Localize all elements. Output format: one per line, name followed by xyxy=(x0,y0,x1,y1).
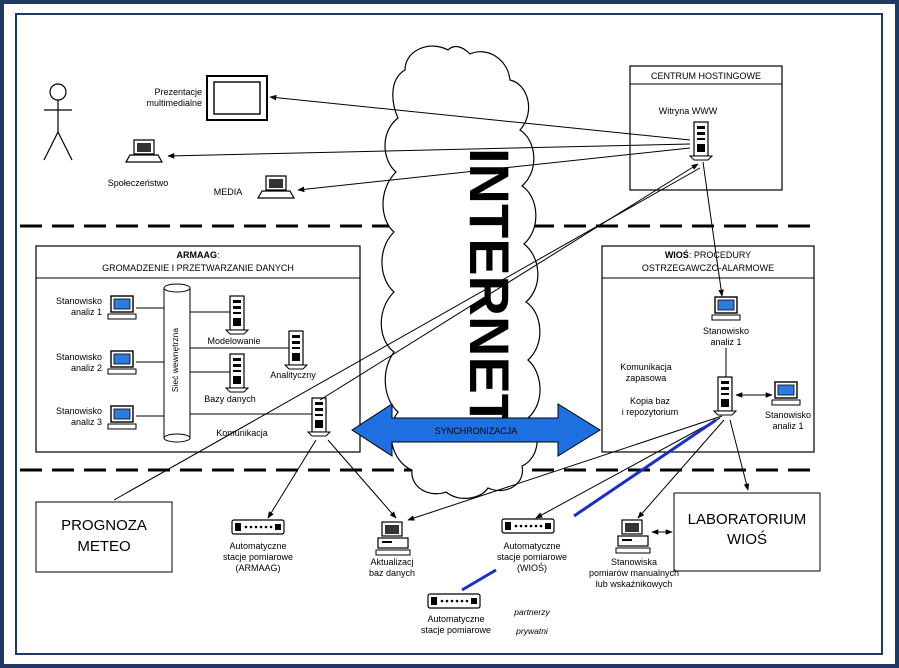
internal-network-label: Sieć wewnętrzna xyxy=(170,328,180,393)
internal-network-cylinder xyxy=(163,283,191,443)
auto-wios-line1: Automatyczne xyxy=(503,541,560,551)
armaag-ws3-line2: analiz 3 xyxy=(71,417,102,427)
armaag-title-bold: ARMAAG xyxy=(176,250,217,260)
modeling-label: Modelowanie xyxy=(207,336,260,346)
auto-partners-line1: Automatyczne xyxy=(427,614,484,624)
backup-comm-line2: zapasowa xyxy=(626,373,667,383)
presentation-label-1: Prezentacje xyxy=(154,87,202,97)
armaag-subtitle: GROMADZENIE I PRZETWARZANIE DANYCH xyxy=(102,263,294,273)
wios-stations-link xyxy=(573,418,717,518)
meteo-line2: METEO xyxy=(77,538,130,555)
hosting-title: CENTRUM HOSTINGOWE xyxy=(651,71,761,81)
internet-label: INTERNET xyxy=(458,148,521,428)
manual-measurement-computer-icon xyxy=(615,519,651,554)
wios-right-ws-line1: Stanowisko xyxy=(765,410,811,420)
databases-label: Bazy danych xyxy=(204,394,256,404)
laboratory-box xyxy=(673,492,821,572)
auto-armaag-line3: (ARMAAG) xyxy=(236,563,281,573)
manual-line3: lub wskaźnikowych xyxy=(596,579,673,589)
armaag-title: ARMAAG: xyxy=(176,250,219,260)
partners-line2: prywatni xyxy=(515,626,549,636)
wios-right-workstation-icon xyxy=(771,381,801,406)
auto-wios-line3: (WIOŚ) xyxy=(517,562,547,573)
wios-title-rest: : PROCEDURY xyxy=(689,250,751,260)
analytical-label: Analityczny xyxy=(270,370,316,380)
armaag-ws3-line1: Stanowisko xyxy=(56,406,102,416)
wios-title-bold: WIOŚ xyxy=(665,249,689,260)
presentation-label-2: multimedialne xyxy=(146,98,202,108)
wios-title: WIOŚ: PROCEDURY xyxy=(665,249,751,260)
db-copy-line1: Kopia baz xyxy=(630,396,671,406)
meteo-line1: PROGNOZA xyxy=(61,517,147,534)
sync-arrow xyxy=(351,403,601,457)
wios-ws1-line1: Stanowisko xyxy=(703,326,749,336)
auto-armaag-line1: Automatyczne xyxy=(229,541,286,551)
wios-box xyxy=(601,245,815,453)
society-laptop-icon xyxy=(125,139,163,163)
armaag-ws2-line1: Stanowisko xyxy=(56,352,102,362)
sync-label: SYNCHRONIZACJA xyxy=(435,426,518,436)
meteo-box xyxy=(35,501,173,573)
presentation-monitor-icon xyxy=(206,75,268,121)
wios-workstation-icon xyxy=(711,296,741,321)
db-copy-line2: i repozytorium xyxy=(622,407,679,417)
manual-line2: pomiarów manualnych xyxy=(589,568,679,578)
armaag-ws2-line2: analiz 2 xyxy=(71,363,102,373)
laboratory-line1: LABORATORIUM xyxy=(688,511,807,528)
website-label: Witryna WWW xyxy=(659,106,718,116)
auto-partners-line2: stacje pomiarowe xyxy=(421,625,491,635)
armaag-workstation-2-icon xyxy=(107,350,137,375)
laboratory-line2: WIOŚ xyxy=(727,530,767,548)
partners-link xyxy=(461,568,497,592)
person-icon xyxy=(43,83,73,161)
backup-comm-line1: Komunikacja xyxy=(620,362,672,372)
society-label: Społeczeństwo xyxy=(108,178,169,188)
internet-cloud xyxy=(380,45,541,499)
auto-station-armaag-icon xyxy=(231,519,285,535)
wios-right-ws-line2: analiz 1 xyxy=(772,421,803,431)
media-laptop-icon xyxy=(257,175,295,199)
armaag-workstation-3-icon xyxy=(107,405,137,430)
media-label: MEDIA xyxy=(214,187,243,197)
armaag-workstation-1-icon xyxy=(107,295,137,320)
wios-ws1-line2: analiz 1 xyxy=(710,337,741,347)
armaag-ws1-line2: analiz 1 xyxy=(71,307,102,317)
auto-armaag-line2: stacje pomiarowe xyxy=(223,552,293,562)
partners-line1: partnerzy xyxy=(513,607,550,617)
communication-label: Komunikacja xyxy=(216,428,268,438)
armaag-ws1-line1: Stanowisko xyxy=(56,296,102,306)
armaag-title-rest: : xyxy=(217,250,220,260)
auto-wios-line2: stacje pomiarowe xyxy=(497,552,567,562)
inner-frame xyxy=(15,13,883,655)
db-update-line1: Aktualizacj xyxy=(370,557,413,567)
db-update-line2: baz danych xyxy=(369,568,415,578)
db-update-computer-icon xyxy=(375,521,411,556)
manual-line1: Stanowiska xyxy=(611,557,657,567)
auto-station-wios-icon xyxy=(501,518,555,534)
wios-subtitle: OSTRZEGAWCZO-ALARMOWE xyxy=(642,263,774,273)
auto-station-partners-icon xyxy=(427,593,481,609)
armaag-box xyxy=(35,245,361,453)
